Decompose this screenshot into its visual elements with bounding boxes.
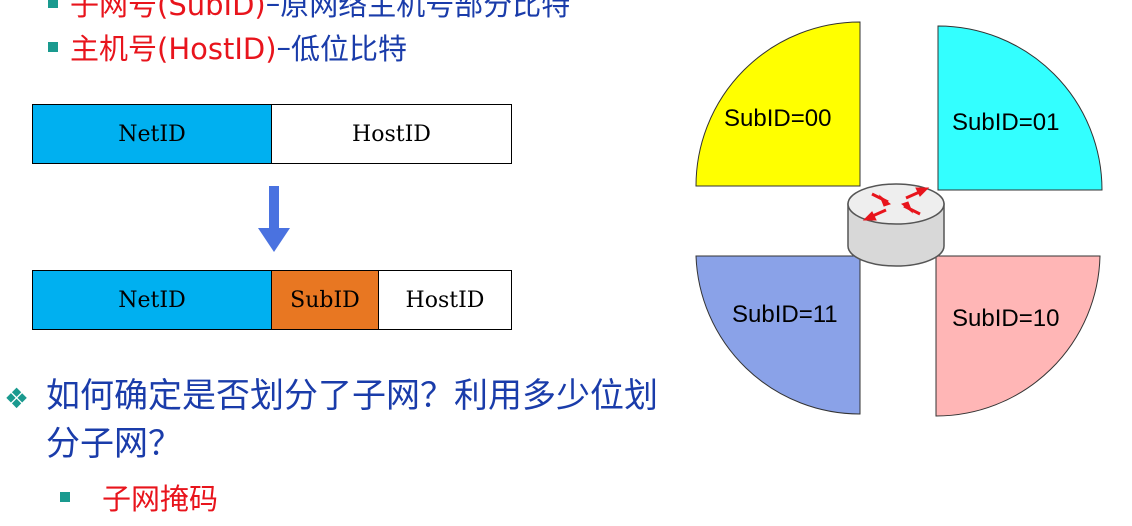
label-subid-01: SubID=01 (952, 109, 1059, 136)
original-address-row: NetID HostID (32, 104, 512, 164)
quadrant-subid-10 (935, 255, 1101, 417)
square-bullet-icon (60, 492, 70, 502)
bullet-hostid-dash: – (276, 30, 292, 64)
question-text: 如何确定是否划分了子网？利用多少位划分子网？ (46, 376, 658, 464)
hostid-field: HostID (271, 104, 512, 164)
quadrant-subid-11 (695, 255, 861, 415)
label-subid-10: SubID=10 (952, 305, 1059, 332)
label-subid-00: SubID=00 (724, 105, 831, 132)
bullet-subid-desc: 原网络主机号部分比特 (280, 0, 571, 22)
answer-bullet: 子网掩码 (60, 476, 218, 518)
subnet-diagram: SubID=00 SubID=01 SubID=11 SubID=10 (695, 21, 1103, 417)
subid-field: SubID (271, 270, 379, 330)
netid-field: NetID (32, 270, 272, 330)
bullet-subid: 子网号(SubID) – 原网络主机号部分比特 (48, 0, 570, 24)
square-bullet-icon (48, 42, 58, 52)
quadrant-subid-01 (937, 25, 1103, 191)
square-bullet-icon (48, 0, 58, 8)
netid-field: NetID (32, 104, 272, 164)
subnet-question: 如何确定是否划分了子网？利用多少位划分子网？ (4, 372, 684, 468)
bullet-hostid-term: 主机号(HostID) (70, 32, 277, 66)
bullet-subid-dash: – (265, 0, 281, 20)
hostid-field: HostID (378, 270, 512, 330)
quadrant-subid-00 (695, 21, 861, 187)
answer-text: 子网掩码 (102, 482, 219, 516)
bullet-hostid: 主机号(HostID) – 低位比特 (48, 26, 407, 68)
diamond-bullet-icon: ❖ (4, 382, 30, 415)
label-subid-11: SubID=11 (732, 301, 838, 328)
router-icon (847, 183, 945, 267)
down-arrow-icon (258, 186, 290, 252)
bullet-subid-term: 子网号(SubID) (70, 0, 266, 22)
bullet-hostid-desc: 低位比特 (291, 32, 408, 66)
subnetted-address-row: NetID SubID HostID (32, 270, 512, 330)
